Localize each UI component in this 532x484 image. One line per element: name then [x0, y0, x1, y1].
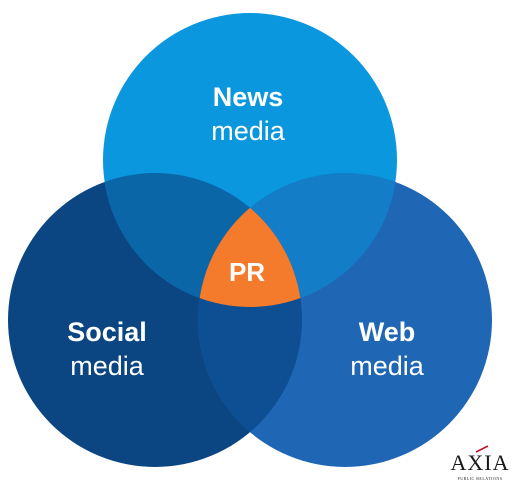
axia-logo: AXIA PUBLIC RELATIONS [451, 445, 510, 481]
center-overlap [198, 173, 302, 307]
logo-wordmark: AXIA [451, 450, 510, 475]
center-label: PR [229, 257, 265, 287]
social-subtitle: media [70, 351, 145, 381]
social-title: Social [67, 317, 147, 347]
web-title: Web [359, 317, 416, 347]
web-subtitle: media [350, 351, 425, 381]
news-subtitle: media [211, 116, 286, 146]
news-title: News [213, 82, 284, 112]
logo-swoosh [475, 445, 489, 453]
logo-tagline: PUBLIC RELATIONS [457, 476, 502, 481]
